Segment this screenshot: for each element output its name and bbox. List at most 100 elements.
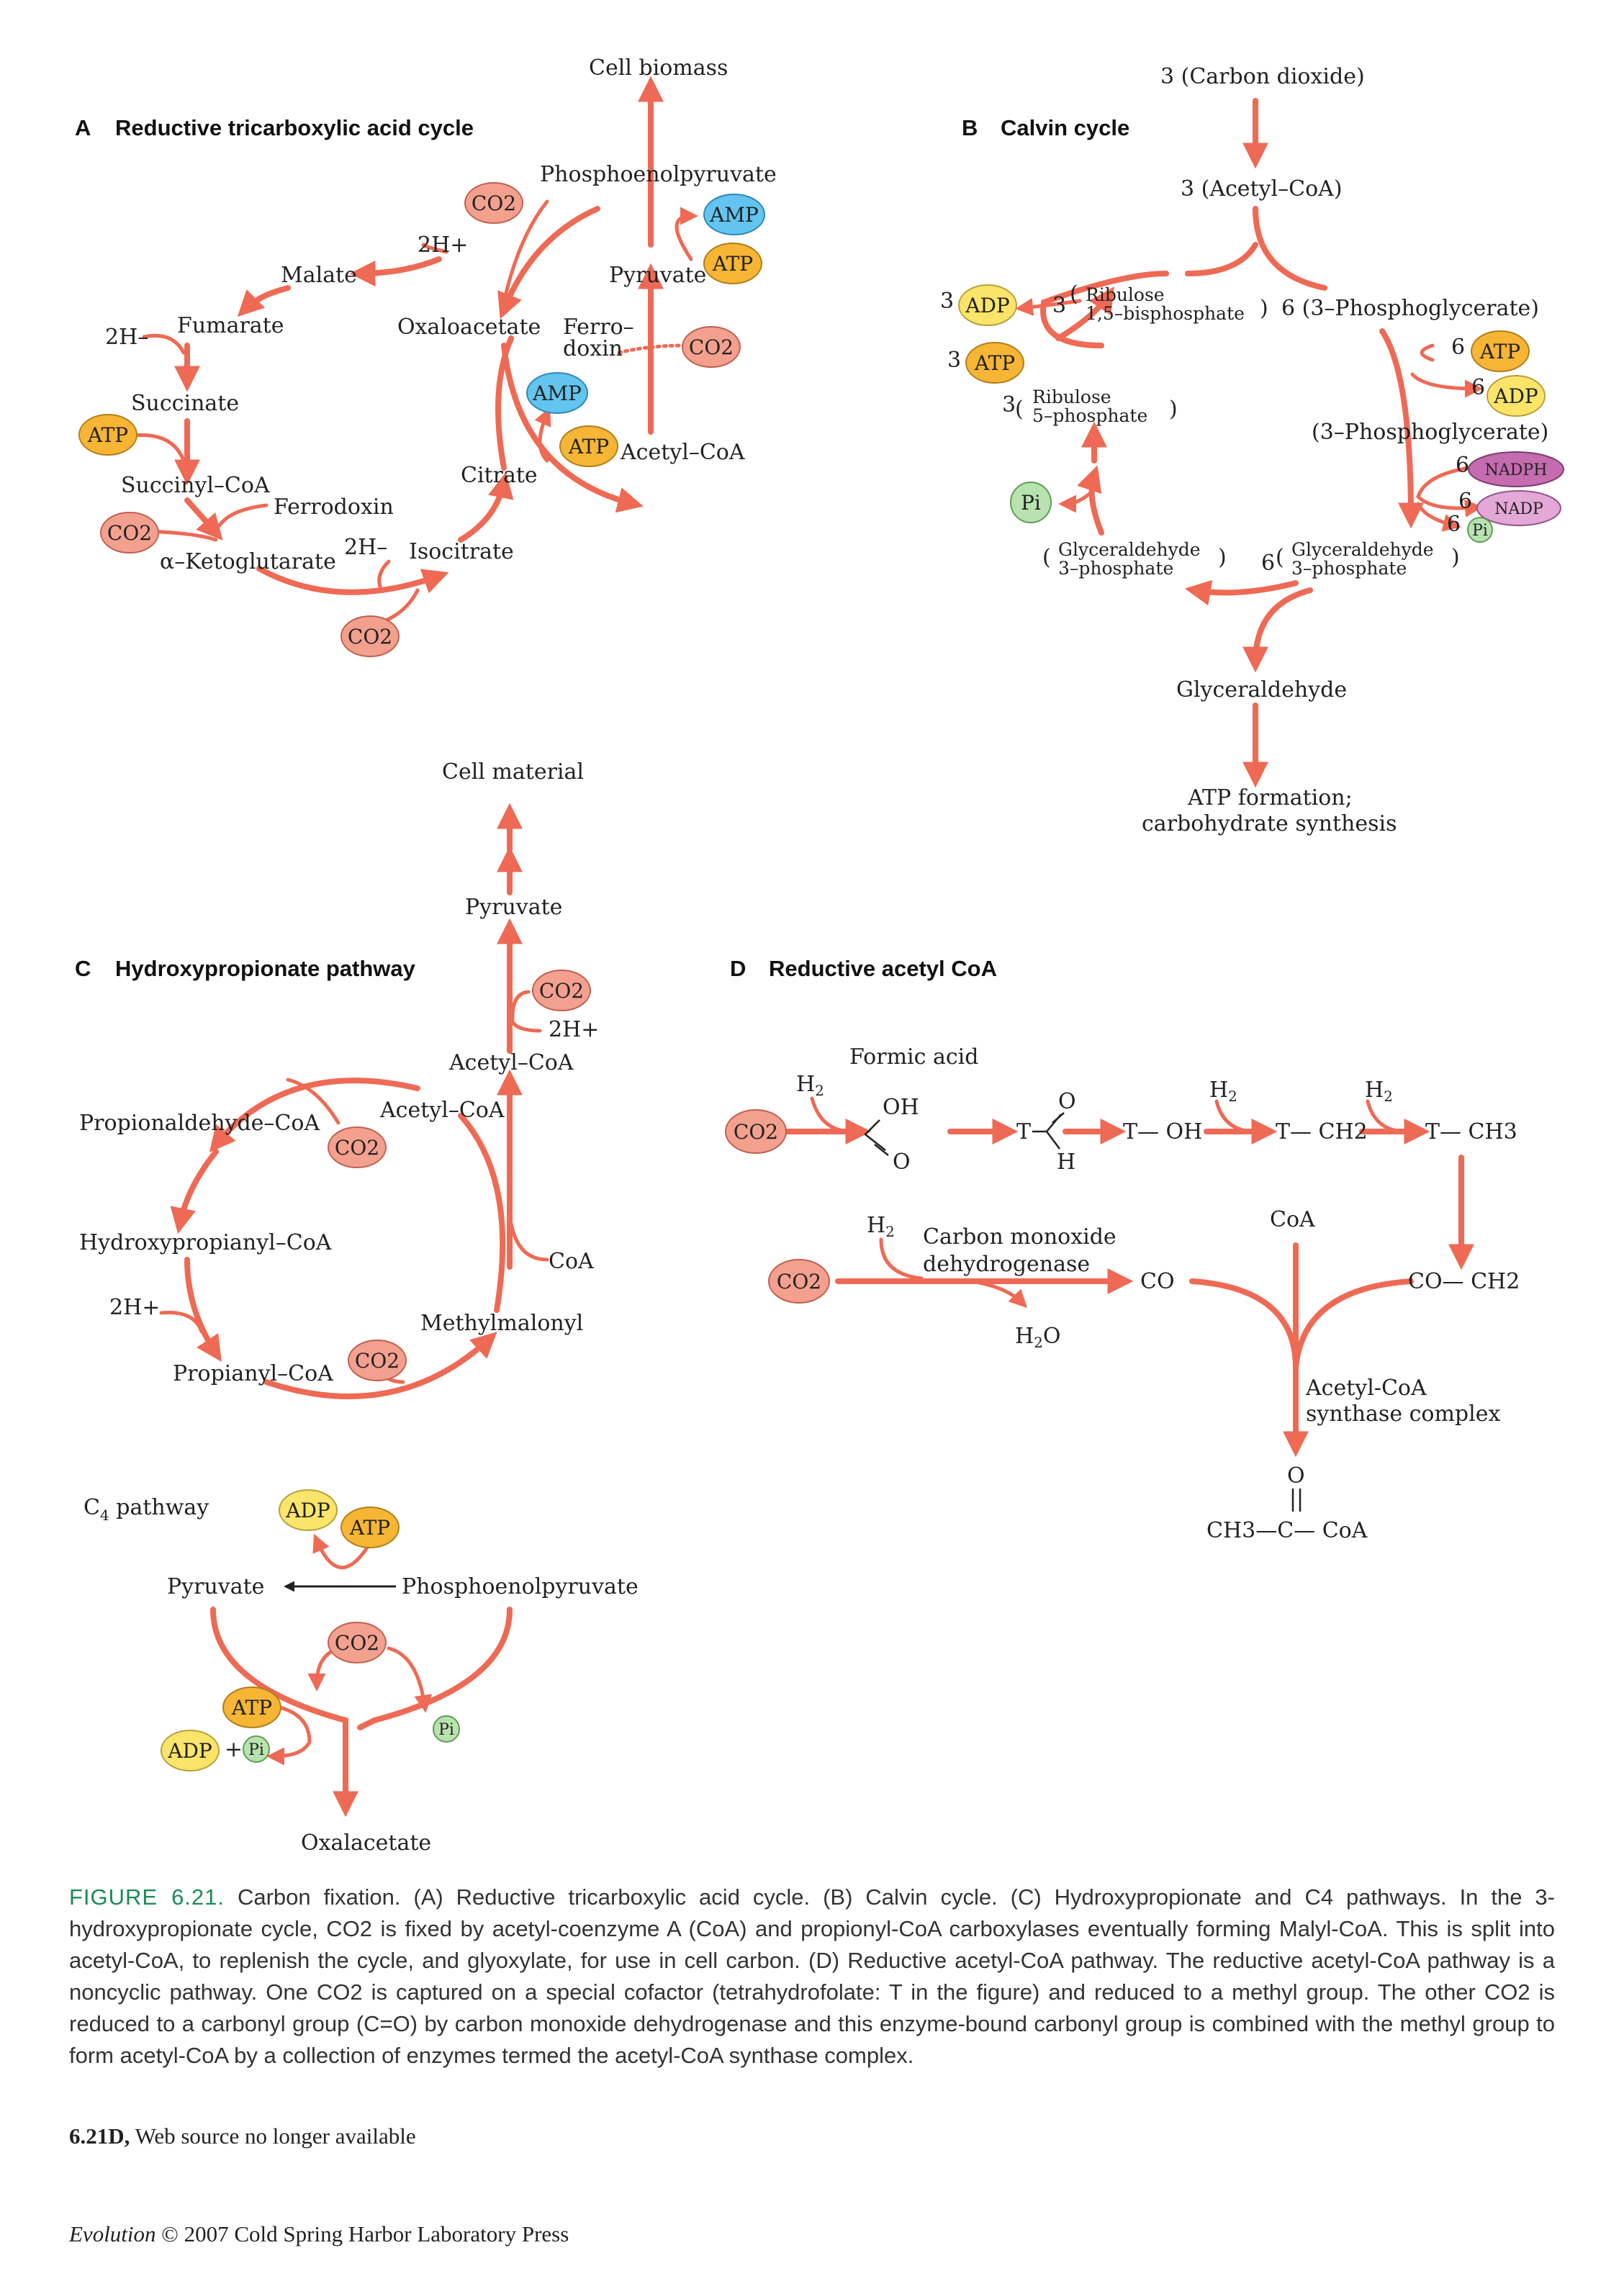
- svg-text:NADP: NADP: [1494, 500, 1543, 518]
- formyl-h-bond: [1046, 1131, 1060, 1150]
- label-doxin: doxin: [563, 336, 623, 361]
- label-co-ch2: CO— CH2: [1408, 1269, 1520, 1294]
- label-atp-formation: ATP formation;: [1187, 785, 1353, 810]
- label-cell-material: Cell material: [442, 759, 584, 785]
- svg-text:CO2: CO2: [107, 521, 152, 545]
- label-g3p-right-2: 3–phosphate: [1291, 558, 1407, 579]
- arrow-ru5p-to-rubp: [1055, 286, 1114, 341]
- label-ru5p-paren-l: (: [1015, 397, 1024, 422]
- panel-d: D Reductive acetyl CoA Formic acid H2 OH…: [725, 956, 1520, 1543]
- source-text: Web source no longer available: [130, 2123, 416, 2149]
- svg-text:NADPH: NADPH: [1485, 461, 1548, 479]
- panel-a: A Reductive tricarboxylic acid cycle Cel…: [75, 55, 777, 657]
- svg-text:ATP: ATP: [568, 435, 609, 459]
- arrow-2hminus-left: [142, 333, 186, 355]
- label-pyruvate-c4: Pyruvate: [167, 1574, 264, 1599]
- label-h2-bottom: H2: [867, 1213, 895, 1240]
- arrow-acetylcoa-split-left: [1185, 242, 1258, 276]
- svg-text:ADP: ADP: [965, 294, 1010, 317]
- label-malate: Malate: [281, 263, 357, 288]
- label-carb-synthesis: carbohydrate synthesis: [1142, 811, 1397, 836]
- co2-pill-a-bottom-left: CO2: [100, 512, 159, 554]
- svg-text:CO2: CO2: [689, 335, 734, 359]
- label-acetyl-coa-c: Acetyl–CoA: [379, 1098, 505, 1123]
- arrow-co2-right-c4: [387, 1646, 433, 1713]
- label-3-acetyl-coa: 3 (Acetyl–CoA): [1181, 176, 1343, 202]
- label-citrate: Citrate: [461, 463, 538, 488]
- atp-pill-a-mid: ATP: [559, 425, 618, 467]
- adp-pill-c4-bottom: ADP: [161, 1730, 220, 1771]
- label-succinyl-coa: Succinyl–CoA: [121, 473, 270, 498]
- adp-pill-c4: ADP: [279, 1489, 338, 1531]
- label-g3p-left-1: Glyceraldehyde: [1058, 539, 1201, 560]
- label-pep: Phosphoenolpyruvate: [540, 162, 777, 187]
- copyright-title: Evolution: [69, 2221, 156, 2246]
- arrow-methylmalonyl-to-acetylcoa: [458, 1113, 506, 1313]
- arrow-acetylcoa-split-right: [1253, 206, 1327, 291]
- label-2h-plus: 2H+: [418, 232, 468, 258]
- label-h-formyl: H: [1057, 1150, 1075, 1175]
- amp-pill-a-mid: AMP: [526, 372, 588, 414]
- panel-c: C Hydroxypropionate pathway Cell materia…: [75, 759, 599, 1399]
- co2-pill-c-mid: CO2: [328, 1126, 387, 1168]
- label-2hplus-c: 2H+: [109, 1295, 160, 1320]
- svg-text:Pi: Pi: [248, 1741, 264, 1759]
- label-ru5p-2: 5–phosphate: [1032, 405, 1147, 426]
- nadph-pill: NADPH: [1468, 451, 1564, 487]
- formyl-bond: [1032, 1114, 1062, 1133]
- svg-text:CO2: CO2: [355, 1349, 400, 1373]
- svg-text:ATP: ATP: [712, 252, 753, 276]
- panel-b-letter: B: [962, 115, 978, 140]
- arrow-g3p-to-glyceraldehyde: [1242, 587, 1313, 673]
- label-rubp-paren-r: ): [1260, 296, 1268, 321]
- arrow-to-adp3: [1015, 298, 1082, 316]
- formate-double-bond: [874, 1144, 889, 1156]
- svg-text:Pi: Pi: [1472, 522, 1488, 540]
- adp-pill-b-6: ADP: [1487, 375, 1546, 417]
- panel-c-title: Hydroxypropionate pathway: [115, 956, 416, 981]
- label-rubp-paren-l: (: [1070, 281, 1078, 307]
- label-nadp-coef: 6: [1458, 489, 1472, 514]
- arrow-g3p-right-to-left: [1184, 579, 1299, 606]
- arrow-adp6: [1410, 372, 1483, 398]
- label-plus-c4: +: [225, 1737, 243, 1762]
- panel-a-title: Reductive tricarboxylic acid cycle: [115, 115, 474, 140]
- arrow-malate-to-fumarate: [237, 285, 291, 317]
- arrow-to-h2o: [977, 1281, 1028, 1309]
- arrow-coch2-to-acetylcoa: [1293, 1278, 1414, 1370]
- svg-text:ATP: ATP: [349, 1516, 390, 1540]
- label-pga: (3–Phosphoglycerate): [1312, 420, 1548, 445]
- label-h2-2: H2: [1209, 1078, 1237, 1105]
- label-pi-right-coef: 6: [1447, 512, 1461, 537]
- atp-pill-c4-bottom: ATP: [222, 1686, 281, 1728]
- svg-text:CO2: CO2: [335, 1631, 379, 1655]
- arrow-g3p-to-ru5p-1: [1077, 465, 1104, 536]
- copyright-text: © 2007 Cold Spring Harbor Laboratory Pre…: [155, 2221, 569, 2246]
- panel-a-letter: A: [75, 115, 91, 140]
- formyl-double-bond: [1052, 1112, 1065, 1124]
- label-ru5p-paren-r: ): [1169, 397, 1178, 422]
- label-t-oh: T— OH: [1123, 1119, 1202, 1144]
- panel-c-letter: C: [75, 956, 91, 981]
- nadp-pill: NADP: [1476, 490, 1561, 526]
- label-cmd-1: Carbon monoxide: [923, 1224, 1116, 1250]
- arrow-atp-adp-pi-c4: [266, 1704, 312, 1766]
- svg-text:Pi: Pi: [1021, 491, 1041, 515]
- arrow-pi-right: [1416, 502, 1461, 532]
- label-h2-1: H2: [796, 1072, 824, 1099]
- label-alpha-ketoglutarate: α–Ketoglutarate: [160, 549, 336, 574]
- pi-pill-c4-right: Pi: [433, 1715, 460, 1743]
- arrow-isocitrate-to-citrate: [458, 471, 514, 543]
- label-coa-c: CoA: [549, 1249, 594, 1274]
- label-atp6-coef: 6: [1451, 335, 1465, 360]
- adp-pill-b-3: ADP: [958, 284, 1017, 326]
- figure-caption: FIGURE 6.21. Carbon fixation. (A) Reduct…: [69, 1882, 1555, 2072]
- pi-pill-b-left: Pi: [1010, 482, 1052, 523]
- label-acetyl-coa: Acetyl–CoA: [620, 440, 745, 465]
- co2-pill-d-top: CO2: [725, 1109, 787, 1154]
- label-c4-pathway: C4 pathway: [84, 1495, 209, 1524]
- label-succinate: Succinate: [131, 391, 239, 416]
- arrow-nadp: [1416, 495, 1483, 518]
- atp-pill-b-3: ATP: [965, 342, 1024, 384]
- label-6-pga: 6 (3–Phosphoglycerate): [1281, 296, 1539, 321]
